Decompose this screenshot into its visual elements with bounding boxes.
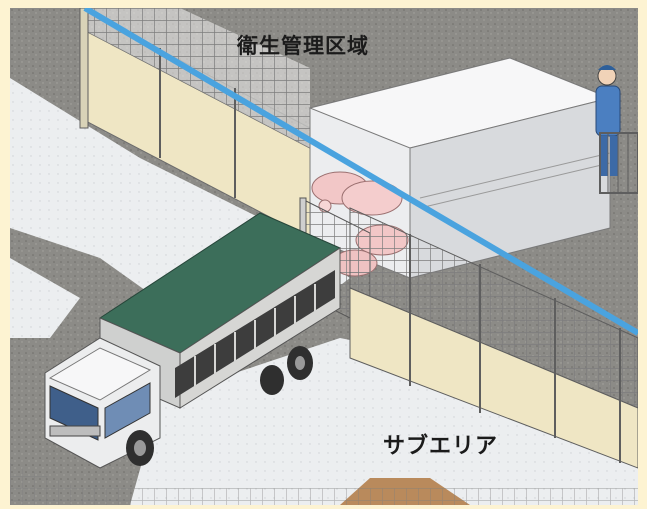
worker-figure [595, 65, 638, 194]
scene-svg [10, 8, 638, 505]
trailer-box [308, 57, 612, 279]
hygiene-boundary-line [83, 8, 638, 336]
hygiene-zone-label: 衛生管理区域 [237, 34, 369, 58]
livestock-truck [44, 212, 342, 469]
front-fence [10, 207, 638, 505]
pen-walls-back [79, 8, 311, 239]
sub-area-label: サブエリア [383, 434, 499, 459]
illustration-scene [10, 8, 638, 505]
floor-sub-area [130, 338, 638, 505]
floor-left-patch [10, 258, 80, 338]
